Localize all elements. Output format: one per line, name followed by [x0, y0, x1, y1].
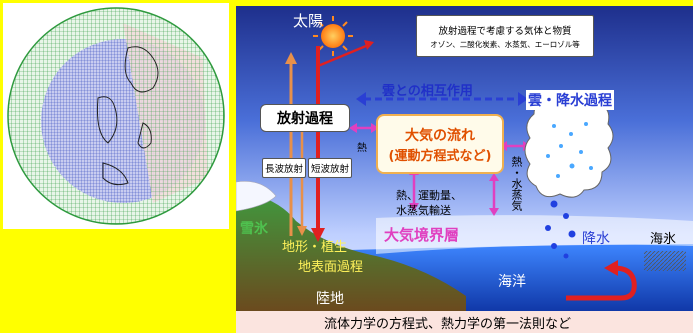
land-label: 陸地 [316, 291, 344, 307]
rain-drops [545, 200, 576, 259]
surface-process-label: 地表面過程 [298, 260, 364, 275]
transport-line1: 熱、運動量、 [396, 189, 462, 202]
shortwave-arrow [311, 40, 374, 242]
radiation-label: 放射過程 [277, 111, 333, 127]
radiation-box: 放射過程 [260, 104, 350, 132]
cloud-precip-label: 雲・降水過程 [526, 90, 614, 110]
longwave-label: 長波放射 [264, 164, 303, 175]
atmos-flow-line2: (運動方程式など) [388, 148, 492, 164]
terrain-label: 地形・植生 [282, 240, 348, 255]
sea-ice-label: 海氷 [650, 232, 677, 247]
globe-grid-svg [7, 7, 225, 225]
heat-label: 熱 [357, 143, 367, 154]
atmos-flow-line1: 大気の流れ [405, 127, 475, 144]
climate-model-diagram: 太陽 放射過程で考慮する気体と物質 オゾン、二酸化炭素、水蒸気、エーロゾル等 雲… [236, 6, 693, 333]
shortwave-box: 短波放射 [308, 158, 352, 178]
continent-outline [124, 46, 159, 93]
heat-vapor-label: 熱・水蒸気 [510, 156, 523, 211]
yellow-background-top [0, 0, 693, 7]
bottom-banner-bg [236, 311, 693, 333]
globe-illustration [3, 3, 229, 229]
ocean-label: 海洋 [498, 274, 526, 290]
boundary-layer-band [376, 215, 693, 254]
heat-arrow [349, 123, 379, 133]
atmos-flow-box: 大気の流れ (運動方程式など) [376, 114, 504, 174]
longwave-box: 長波放射 [262, 158, 306, 178]
precip-label: 降水 [582, 231, 610, 247]
gas-box: 放射過程で考慮する気体と物質 オゾン、二酸化炭素、水蒸気、エーロゾル等 [416, 15, 594, 57]
cloud-interaction-label: 雲との相互作用 [382, 84, 473, 99]
cloud-interaction-arrow [356, 92, 528, 106]
snow-ice-label: 雪氷 [240, 221, 268, 237]
transport-line2: 水蒸気輸送 [396, 204, 451, 217]
shortwave-label: 短波放射 [310, 164, 349, 175]
ocean-current-arrow [566, 260, 637, 301]
land-area [236, 191, 466, 311]
gas-box-line1: 放射過程で考慮する気体と物質 [438, 25, 572, 37]
cloud-shape [524, 95, 614, 198]
gas-box-line2: オゾン、二酸化炭素、水蒸気、エーロゾル等 [430, 39, 580, 49]
sea-ice-block [644, 251, 686, 271]
bottom-banner-label: 流体力学の方程式、熱力学の第一法則など [324, 317, 572, 332]
sun-label: 太陽 [293, 12, 324, 30]
boundary-layer-label: 大気境界層 [384, 226, 460, 244]
snow-cap [236, 181, 277, 212]
